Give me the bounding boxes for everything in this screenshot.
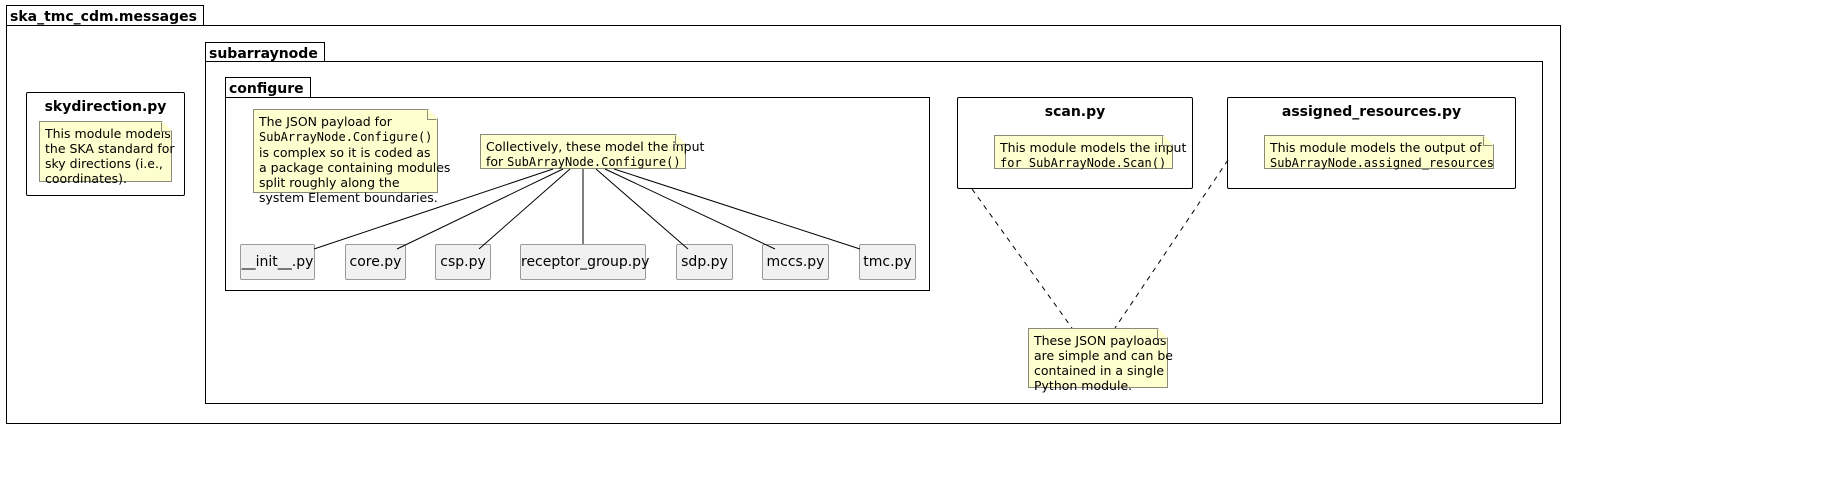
package-label-subarraynode: subarraynode [209,46,318,62]
note-scan-line1: This module models the input [1000,140,1187,155]
note-configure-payload: The JSON payload for SubArrayNode.Config… [253,109,450,205]
module-title-skydirection: skydirection.py [44,99,167,115]
note-scan: This module models the input for SubArra… [994,135,1186,170]
note-assigned-line1: This module models the output of [1270,140,1482,155]
file-tmc: tmc.py [859,244,916,280]
package-label-configure: configure [229,81,304,97]
note-collective-prefix: for [486,154,508,169]
file-receptor-group: receptor_group.py [520,244,649,280]
module-title-scan: scan.py [1044,104,1106,120]
note-collective-line1: Collectively, these model the input [486,139,705,154]
note-payload-code: SubArrayNode.Configure() [259,130,433,144]
note-assigned-code: SubArrayNode.assigned_resources [1270,156,1494,170]
note-scan-code: for SubArrayNode.Scan() [1000,156,1167,170]
package-tab-root: ska_tmc_cdm.messages [6,5,204,27]
note-collective-code: SubArrayNode.Configure() [507,155,681,169]
package-label-root: ska_tmc_cdm.messages [10,9,197,25]
note-simple-payloads: These JSON payloads are simple and can b… [1028,328,1173,393]
file-mccs: mccs.py [762,244,829,280]
file-csp: csp.py [435,244,491,280]
note-assigned-resources: This module models the output of SubArra… [1264,135,1494,170]
note-payload-rest: is complex so it is coded as a package c… [259,145,451,205]
module-title-assigned-resources: assigned_resources.py [1281,104,1462,120]
note-skydirection: This module models the SKA standard for … [39,121,175,186]
note-payload-line1: The JSON payload for [259,114,392,129]
file-sdp: sdp.py [676,244,733,280]
package-tab-configure: configure [225,77,311,99]
package-tab-subarraynode: subarraynode [205,42,325,64]
note-configure-collective: Collectively, these model the input for … [480,134,704,169]
file-core: core.py [345,244,406,280]
file-init: __init__.py [240,244,315,280]
